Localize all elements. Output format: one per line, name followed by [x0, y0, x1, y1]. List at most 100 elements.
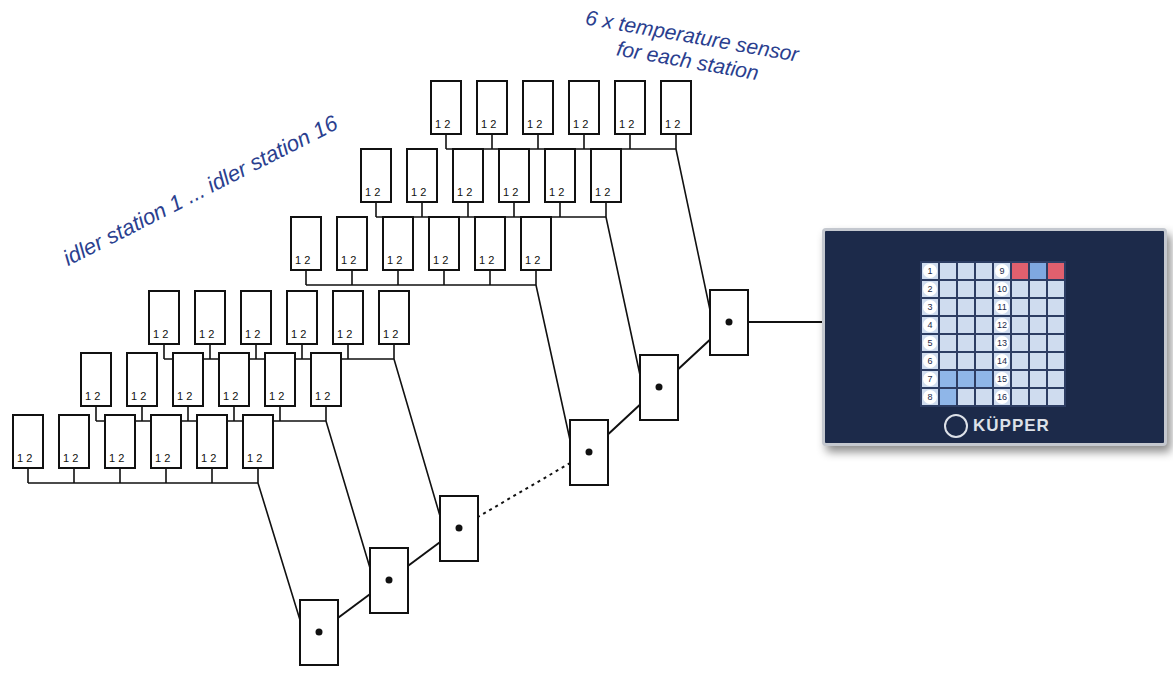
temperature-sensor: 1 2 — [336, 216, 368, 271]
station-number: 2 — [923, 282, 937, 296]
grid-cell: 11 — [994, 299, 1010, 315]
grid-cell — [1012, 263, 1028, 279]
temperature-sensor: 1 2 — [382, 216, 414, 271]
grid-cell: 7 — [922, 371, 938, 387]
temperature-sensor: 1 2 — [148, 290, 180, 345]
grid-cell — [958, 371, 974, 387]
grid-cell: 13 — [994, 335, 1010, 351]
bus-line — [319, 322, 822, 632]
sensor-pins: 1 2 — [549, 186, 564, 198]
sensor-pins: 1 2 — [383, 328, 398, 340]
temperature-sensor: 1 2 — [428, 216, 460, 271]
junction-dot — [316, 629, 323, 636]
sensor-pins: 1 2 — [365, 186, 380, 198]
station-number: 15 — [995, 372, 1009, 386]
temperature-sensor: 1 2 — [360, 148, 392, 203]
sensor-wiring — [28, 135, 710, 620]
temperature-sensor: 1 2 — [286, 290, 318, 345]
sensor-pins: 1 2 — [619, 118, 634, 130]
station-number: 14 — [995, 354, 1009, 368]
grid-cell — [1048, 263, 1064, 279]
temperature-sensor: 1 2 — [522, 80, 554, 135]
grid-cell: 9 — [994, 263, 1010, 279]
temperature-sensor: 1 2 — [614, 80, 646, 135]
grid-cell — [1048, 371, 1064, 387]
grid-cell — [940, 299, 956, 315]
grid-cell — [1012, 353, 1028, 369]
sensor-pins: 1 2 — [63, 452, 78, 464]
grid-cell: 2 — [922, 281, 938, 297]
junction-dot — [656, 384, 663, 391]
grid-cell — [976, 353, 992, 369]
temperature-sensor: 1 2 — [240, 290, 272, 345]
grid-cell — [976, 317, 992, 333]
junction-dot — [586, 449, 593, 456]
temperature-sensor: 1 2 — [196, 414, 228, 469]
station-number: 5 — [923, 336, 937, 350]
junction-boxes — [300, 290, 748, 665]
sensor-pins: 1 2 — [155, 452, 170, 464]
sensor-pins: 1 2 — [503, 186, 518, 198]
grid-cell — [1030, 371, 1046, 387]
junction-dot — [726, 319, 733, 326]
station-number: 4 — [923, 318, 937, 332]
temperature-sensor: 1 2 — [544, 148, 576, 203]
bus-cable — [589, 322, 822, 452]
sensor-pins: 1 2 — [387, 254, 402, 266]
grid-cell — [940, 317, 956, 333]
grid-cell — [1012, 281, 1028, 297]
sensor-pins: 1 2 — [595, 186, 610, 198]
grid-cell — [958, 299, 974, 315]
grid-cell — [958, 263, 974, 279]
station-number: 1 — [923, 264, 937, 278]
sensor-pins: 1 2 — [479, 254, 494, 266]
grid-cell: 5 — [922, 335, 938, 351]
station-number: 16 — [995, 390, 1009, 404]
grid-cell — [1048, 299, 1064, 315]
grid-cell — [1030, 389, 1046, 405]
grid-cell: 4 — [922, 317, 938, 333]
sensor-pins: 1 2 — [433, 254, 448, 266]
sensor-pins: 1 2 — [525, 254, 540, 266]
display-screen: 19210311412513614715816 — [920, 261, 1066, 407]
temperature-sensor: 1 2 — [290, 216, 322, 271]
sensor-pins: 1 2 — [527, 118, 542, 130]
sensor-pins: 1 2 — [131, 390, 146, 402]
sensor-pins: 1 2 — [315, 390, 330, 402]
sensor-wire — [164, 345, 440, 516]
temperature-sensor: 1 2 — [590, 148, 622, 203]
grid-cell: 10 — [994, 281, 1010, 297]
sensor-wire — [96, 407, 370, 568]
sensor-pins: 1 2 — [177, 390, 192, 402]
sensor-pins: 1 2 — [295, 254, 310, 266]
temperature-sensor: 1 2 — [406, 148, 438, 203]
sensor-pins: 1 2 — [665, 118, 680, 130]
grid-cell — [976, 281, 992, 297]
sensor-pins: 1 2 — [337, 328, 352, 340]
grid-cell — [958, 281, 974, 297]
junction-box — [570, 420, 608, 485]
grid-cell: 12 — [994, 317, 1010, 333]
grid-cell — [940, 281, 956, 297]
grid-cell: 14 — [994, 353, 1010, 369]
junction-box — [440, 496, 478, 561]
sensor-pins: 1 2 — [457, 186, 472, 198]
grid-cell — [976, 299, 992, 315]
sensor-pins: 1 2 — [223, 390, 238, 402]
grid-cell: 6 — [922, 353, 938, 369]
sensor-pins: 1 2 — [109, 452, 124, 464]
sensor-pins: 1 2 — [291, 328, 306, 340]
bus-cable — [319, 528, 459, 632]
sensor-pins: 1 2 — [573, 118, 588, 130]
grid-cell — [1012, 317, 1028, 333]
temperature-sensor: 1 2 — [476, 80, 508, 135]
temperature-sensor: 1 2 — [104, 414, 136, 469]
sensor-pins: 1 2 — [247, 452, 262, 464]
temperature-sensor: 1 2 — [194, 290, 226, 345]
temperature-sensor: 1 2 — [264, 352, 296, 407]
station-number: 12 — [995, 318, 1009, 332]
grid-cell — [958, 317, 974, 333]
sensor-pins: 1 2 — [201, 452, 216, 464]
grid-cell — [1030, 299, 1046, 315]
station-number: 13 — [995, 336, 1009, 350]
